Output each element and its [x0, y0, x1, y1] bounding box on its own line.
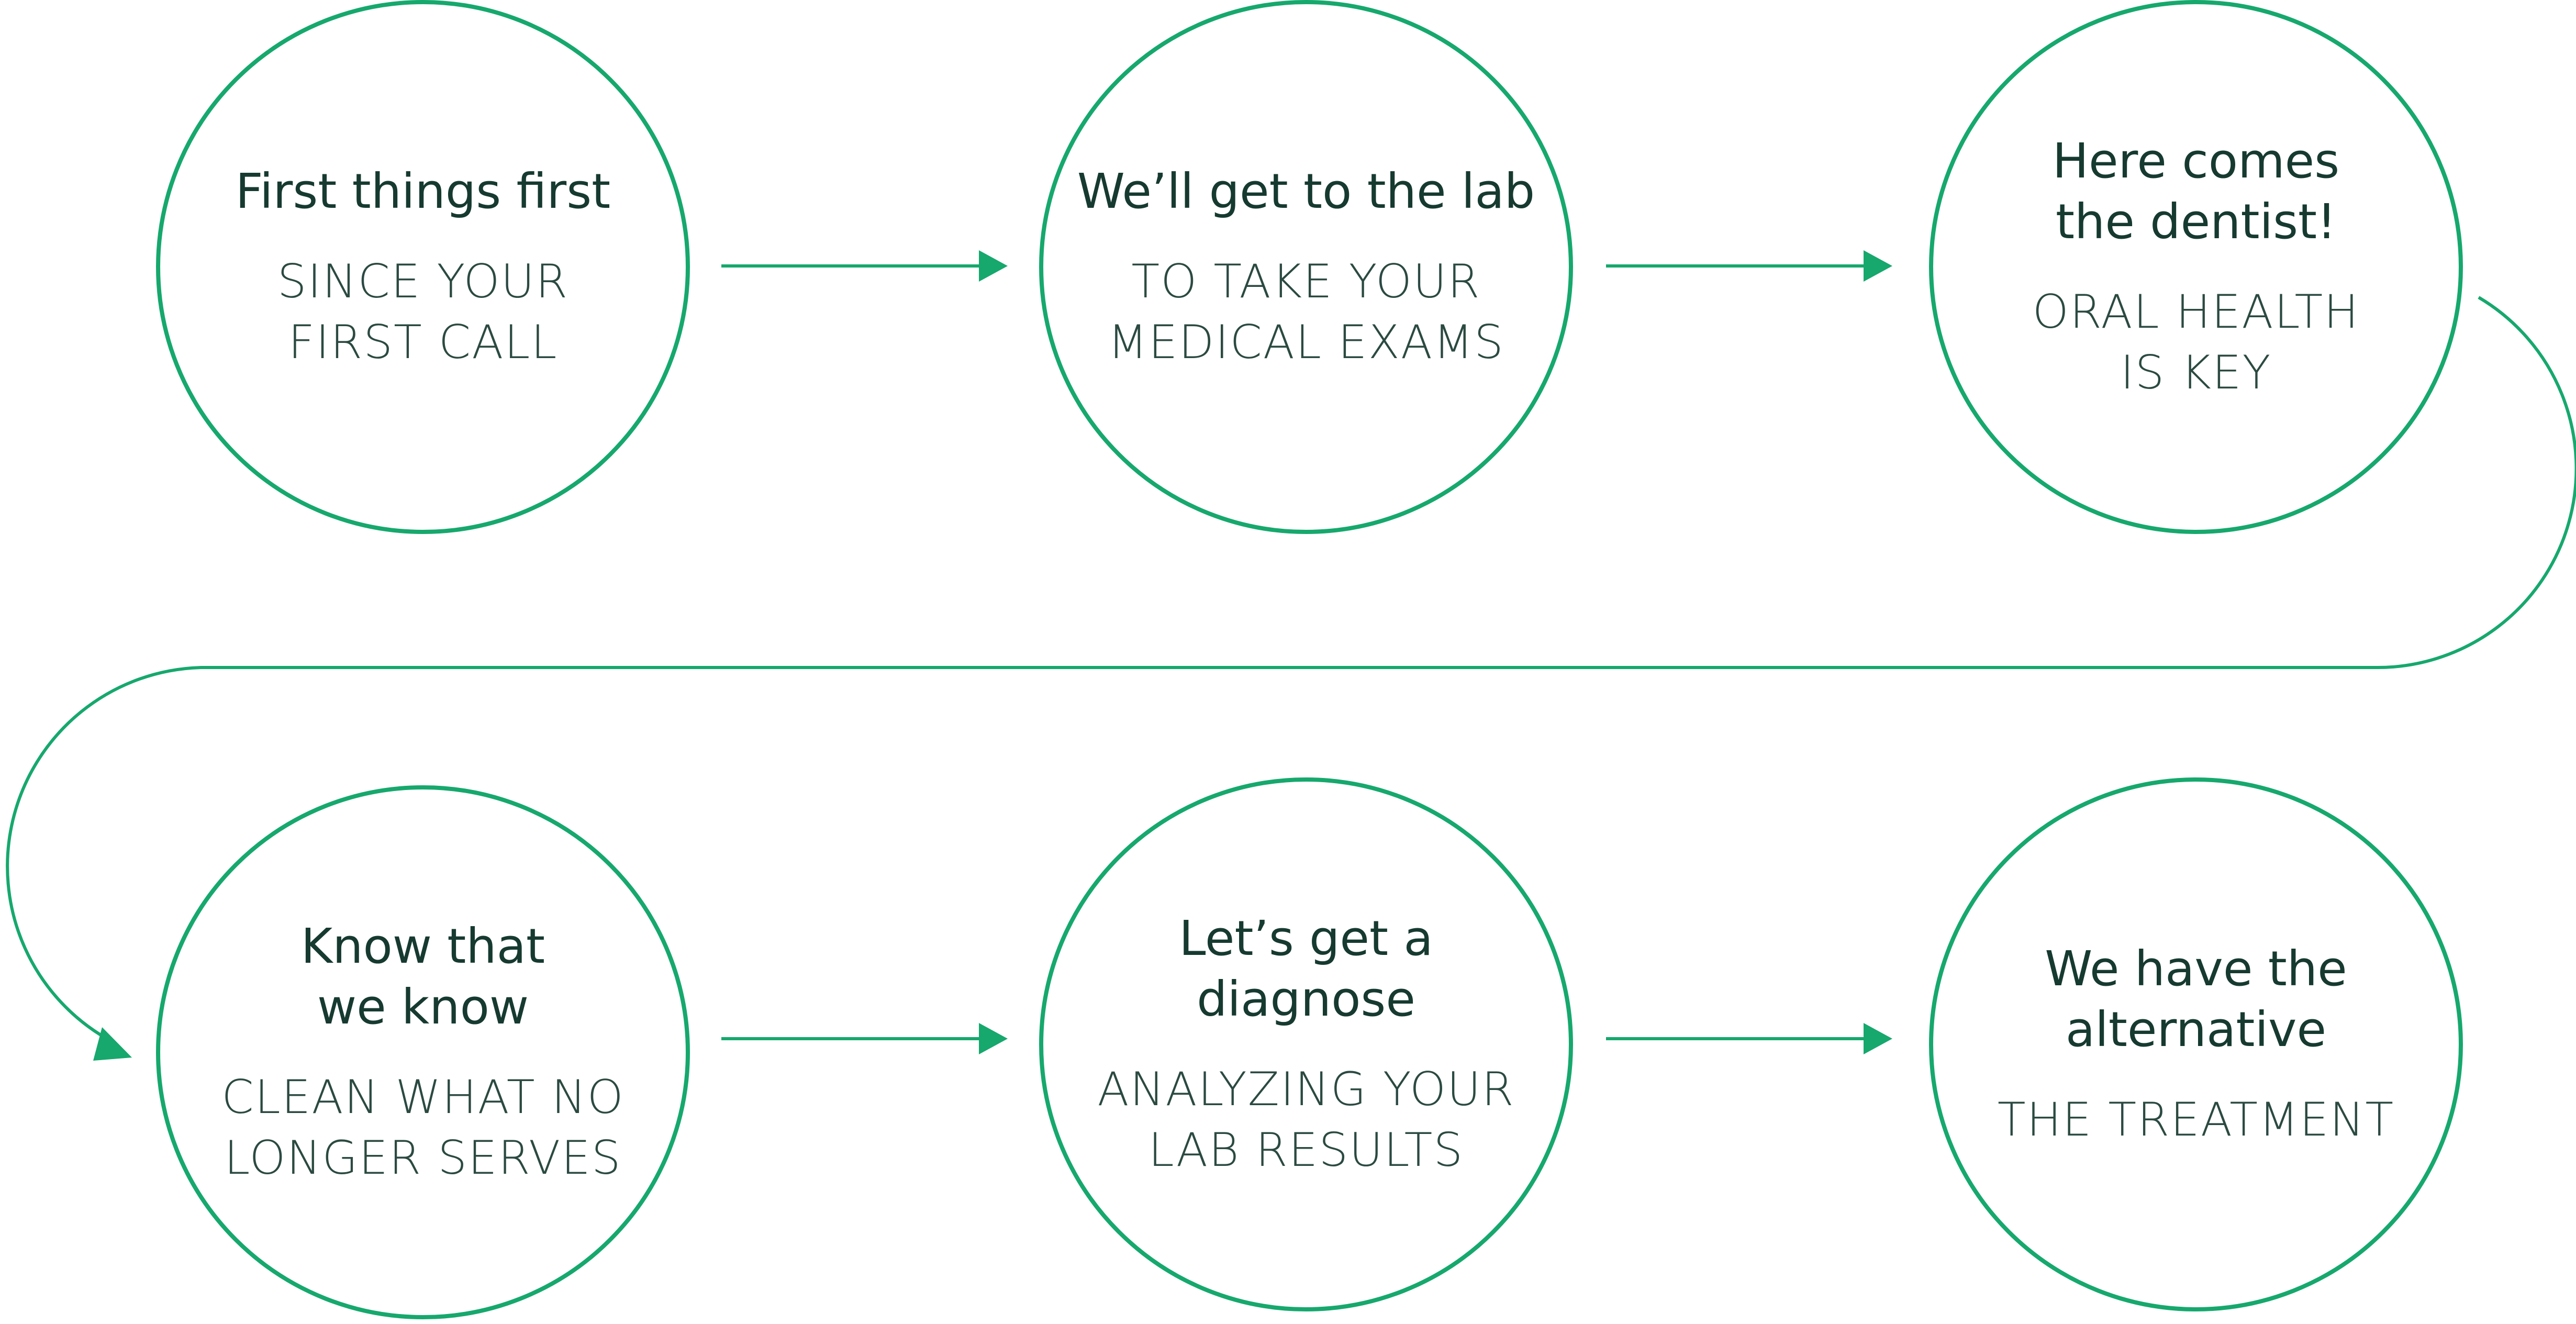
step-3-subtitle: ORAL HEALTH IS KEY [2032, 285, 2360, 399]
step-4-subtitle: CLEAN WHAT NO LONGER SERVES [221, 1070, 625, 1185]
step-3-title: Here comes the dentist! [2052, 133, 2340, 250]
step-4-title: Know that we know [300, 918, 545, 1035]
step-6-subtitle: THE TREATMENT [1997, 1093, 2395, 1147]
step-1-subtitle: SINCE YOUR FIRST CALL [277, 254, 569, 369]
step-6-circle: We have the alternative THE TREATMENT [1929, 777, 2463, 1311]
arrow-step1-to-step2 [721, 250, 1008, 282]
step-5-circle: Let’s get a diagnose ANALYZING YOUR LAB … [1039, 777, 1573, 1311]
step-3-circle: Here comes the dentist! ORAL HEALTH IS K… [1929, 0, 2463, 534]
arrow-step3-to-step4 [6, 296, 2576, 1061]
arrow-step4-to-step5 [721, 1023, 1008, 1054]
step-2-circle: We’ll get to the lab TO TAKE YOUR MEDICA… [1039, 0, 1573, 534]
step-5-subtitle: ANALYZING YOUR LAB RESULTS [1097, 1062, 1515, 1177]
step-4-circle: Know that we know CLEAN WHAT NO LONGER S… [156, 785, 690, 1319]
arrow-step2-to-step3 [1606, 250, 1892, 282]
step-5-title: Let’s get a diagnose [1179, 910, 1433, 1027]
step-1-title: First things first [235, 163, 611, 219]
step-2-title: We’ll get to the lab [1077, 163, 1535, 219]
step-1-circle: First things first SINCE YOUR FIRST CALL [156, 0, 690, 534]
step-6-title: We have the alternative [2045, 941, 2347, 1058]
arrow-step5-to-step6 [1606, 1023, 1892, 1054]
step-2-subtitle: TO TAKE YOUR MEDICAL EXAMS [1108, 254, 1504, 369]
